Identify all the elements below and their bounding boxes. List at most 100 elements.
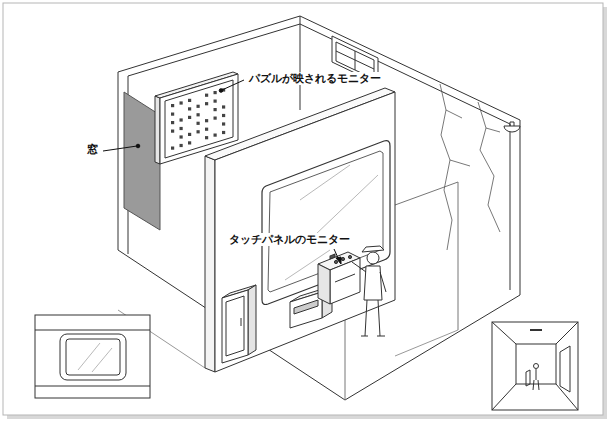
puzzle-mark [197,113,200,116]
inset-wall-view [35,315,150,398]
cabinet [248,285,256,355]
puzzle-mark [188,133,191,136]
cabinet [222,285,256,363]
puzzle-mark [188,99,191,102]
puzzle-monitor [165,80,233,158]
ceiling-lamp [510,122,514,126]
rock-wall-texture [478,102,500,232]
leader-lines [103,146,137,151]
partition-wall [205,88,395,372]
puzzle-mark [214,100,217,103]
leader-lines [222,80,244,90]
puzzle-mark [197,130,200,133]
room-outline [300,24,301,110]
character-figure [367,252,379,264]
puzzle-mark [205,136,208,139]
puzzle-monitor [155,96,160,164]
callout-label: タッチパネルのモニター [228,233,351,246]
character-figure [352,262,366,272]
touch-panel-console [318,252,360,304]
rock-wall-texture [446,110,500,166]
ceiling-lamp [504,122,520,132]
ceiling-lamp [504,126,520,132]
partition-wall [205,156,215,372]
puzzle-mark [214,117,217,120]
inset-corridor-view [530,329,542,331]
touch-panel-console [348,255,351,258]
puzzle-mark [205,128,208,131]
machine-box [294,300,318,314]
puzzle-mark [180,101,183,104]
puzzle-mark [171,121,174,124]
cabinet [241,318,242,326]
character-figure [352,246,386,336]
character-figure [362,246,384,252]
puzzle-mark [180,118,183,121]
inset-wall-view [35,315,150,398]
inset-corridor-view [533,369,539,390]
puzzle-grid [171,88,225,149]
puzzle-mark [222,131,225,134]
rock-wall-texture [440,84,452,250]
inset-wall-view [60,334,126,380]
puzzle-mark [214,108,217,111]
room-outline [458,182,459,330]
callout-label: パズルが映されるモニター [248,72,382,85]
inset-corridor-view [534,364,539,369]
room-outline [118,16,520,400]
puzzle-mark [188,107,191,110]
machine-box [290,292,322,328]
large-window [262,141,390,305]
puzzle-mark [171,130,174,133]
puzzle-mark [180,144,183,147]
touch-panel-console [318,264,330,304]
room-outline [300,16,301,24]
puzzle-mark [205,119,208,122]
character-figure [365,300,380,336]
inset-corridor-view [492,322,578,410]
puzzle-mark [188,141,191,144]
inset-wall-view [66,339,120,375]
puzzle-mark [180,135,183,138]
inset-corridor-view [492,322,578,410]
puzzle-mark [214,91,217,94]
touch-panel-console [330,254,335,259]
puzzle-mark [197,122,200,125]
character-figure [380,272,386,292]
puzzle-mark [222,122,225,125]
puzzle-mark [171,104,174,107]
touch-panel-console [334,260,337,263]
inset-wall-view [78,343,112,372]
leader-lines [136,144,140,148]
cabinet [226,296,244,356]
room-outline [395,330,458,356]
inset-corridor-view [492,322,578,410]
partition-wall [215,92,395,372]
leader-lines [336,257,341,264]
room-outline [118,16,520,400]
puzzle-mark [171,113,174,116]
touch-panel-console [341,257,344,260]
upper-window [336,51,374,70]
puzzle-mark [222,105,225,108]
large-window [285,165,378,280]
puzzle-mark [214,134,217,137]
puzzle-mark [188,116,191,119]
puzzle-mark [197,105,200,108]
gray-window [124,92,160,230]
puzzle-mark [205,94,208,97]
room-outline [395,182,458,205]
gray-window [124,92,160,230]
puzzle-mark [171,147,174,150]
puzzle-mark [222,114,225,117]
card-frame [3,3,607,419]
character-figure [364,266,382,300]
puzzle-mark [180,127,183,130]
inset-corridor-view [560,346,570,392]
leader-lines [219,89,223,93]
character-figure [361,336,385,337]
inset-wall-view [35,330,150,386]
